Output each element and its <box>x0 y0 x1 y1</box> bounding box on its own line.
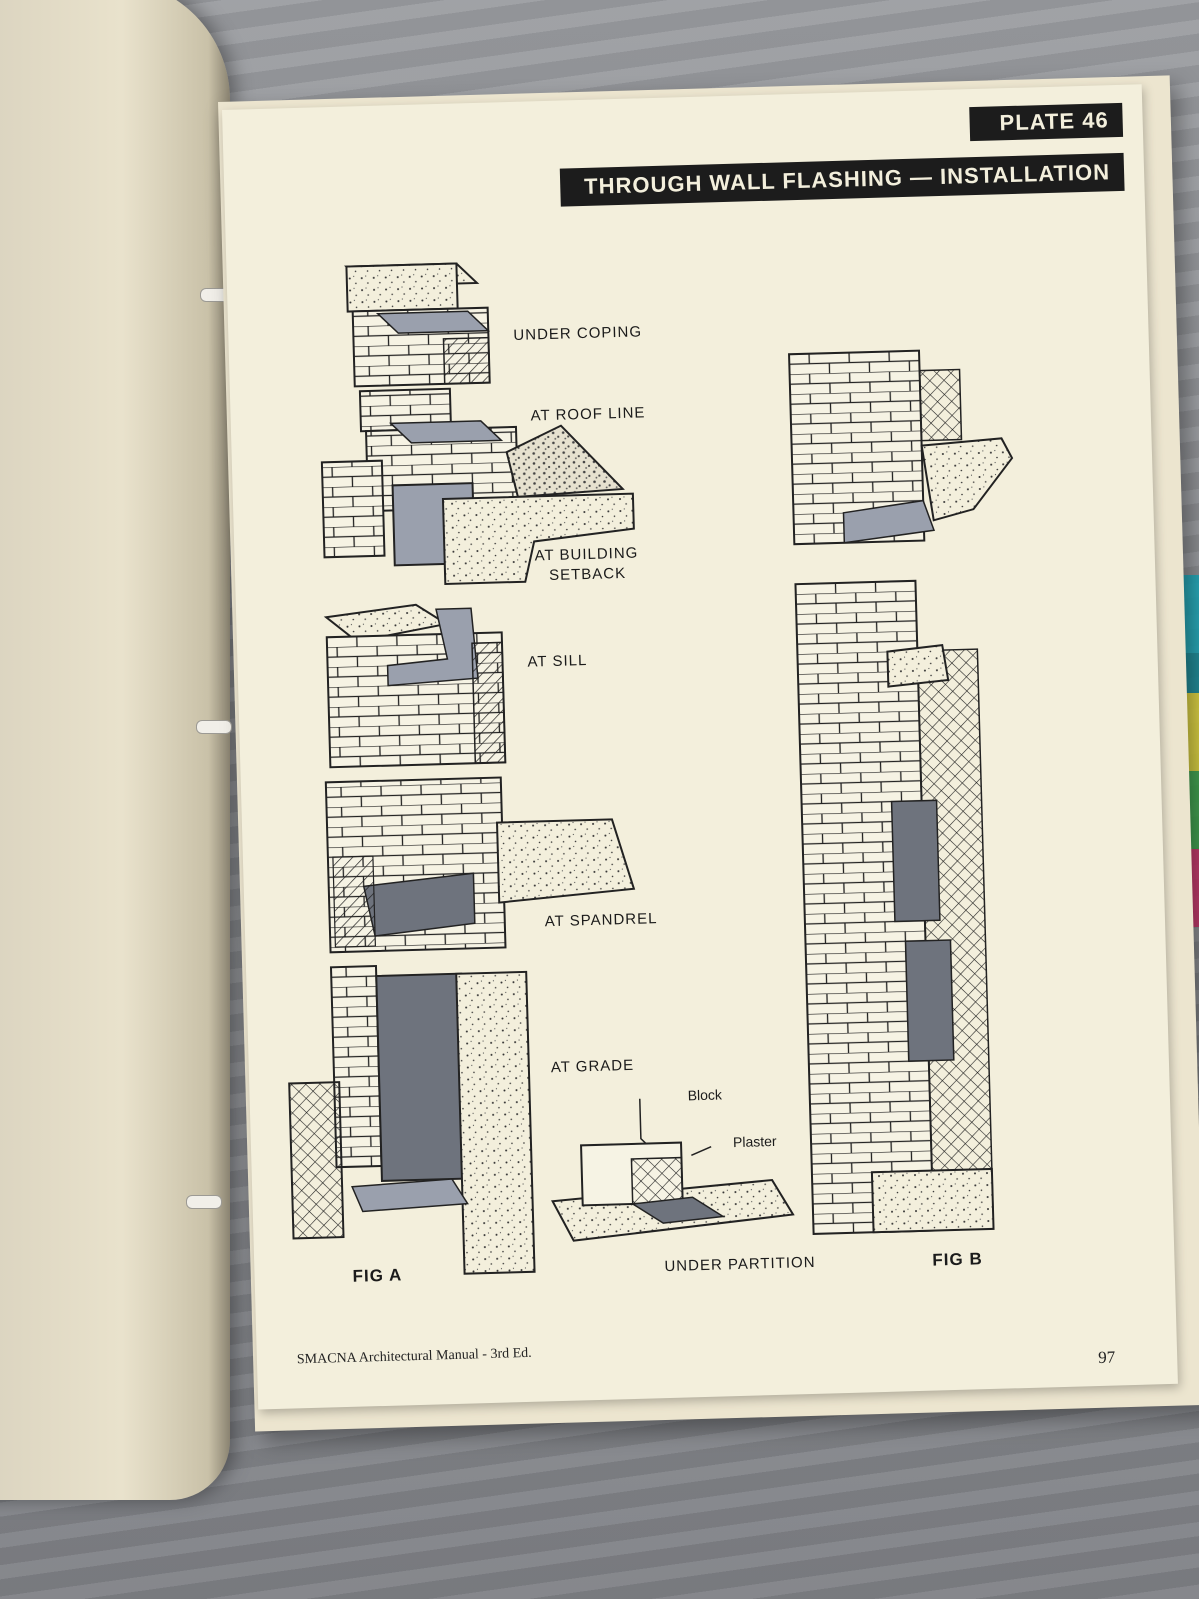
grade-drawing <box>288 965 536 1275</box>
roof-line-drawing <box>320 387 635 585</box>
label-at-roof-line: AT ROOF LINE <box>530 404 646 425</box>
label-fig-b: FIG B <box>932 1249 983 1270</box>
under-partition-drawing <box>551 1098 795 1242</box>
manual-page: PLATE 46 THROUGH WALL FLASHING — INSTALL… <box>222 84 1178 1410</box>
spandrel-drawing <box>324 776 636 954</box>
label-plaster: Plaster <box>732 1132 777 1151</box>
label-block: Block <box>687 1086 723 1104</box>
label-fig-a: FIG A <box>352 1265 403 1286</box>
left-page <box>0 0 230 1500</box>
label-under-coping: UNDER COPING <box>513 323 643 344</box>
label-at-spandrel: AT SPANDREL <box>544 910 658 931</box>
fig-b-drawing <box>788 349 1014 1235</box>
page-number: 97 <box>1097 1347 1116 1368</box>
flashing-illustration <box>288 262 1014 1275</box>
label-at-building: AT BUILDING <box>534 544 639 565</box>
label-setback: SETBACK <box>548 564 627 585</box>
binder-ring <box>196 720 232 734</box>
binder-ring <box>186 1195 222 1209</box>
label-at-sill: AT SILL <box>527 652 588 671</box>
sill-drawing <box>323 603 507 769</box>
under-coping-drawing <box>343 262 491 388</box>
label-at-grade: AT GRADE <box>550 1056 635 1077</box>
